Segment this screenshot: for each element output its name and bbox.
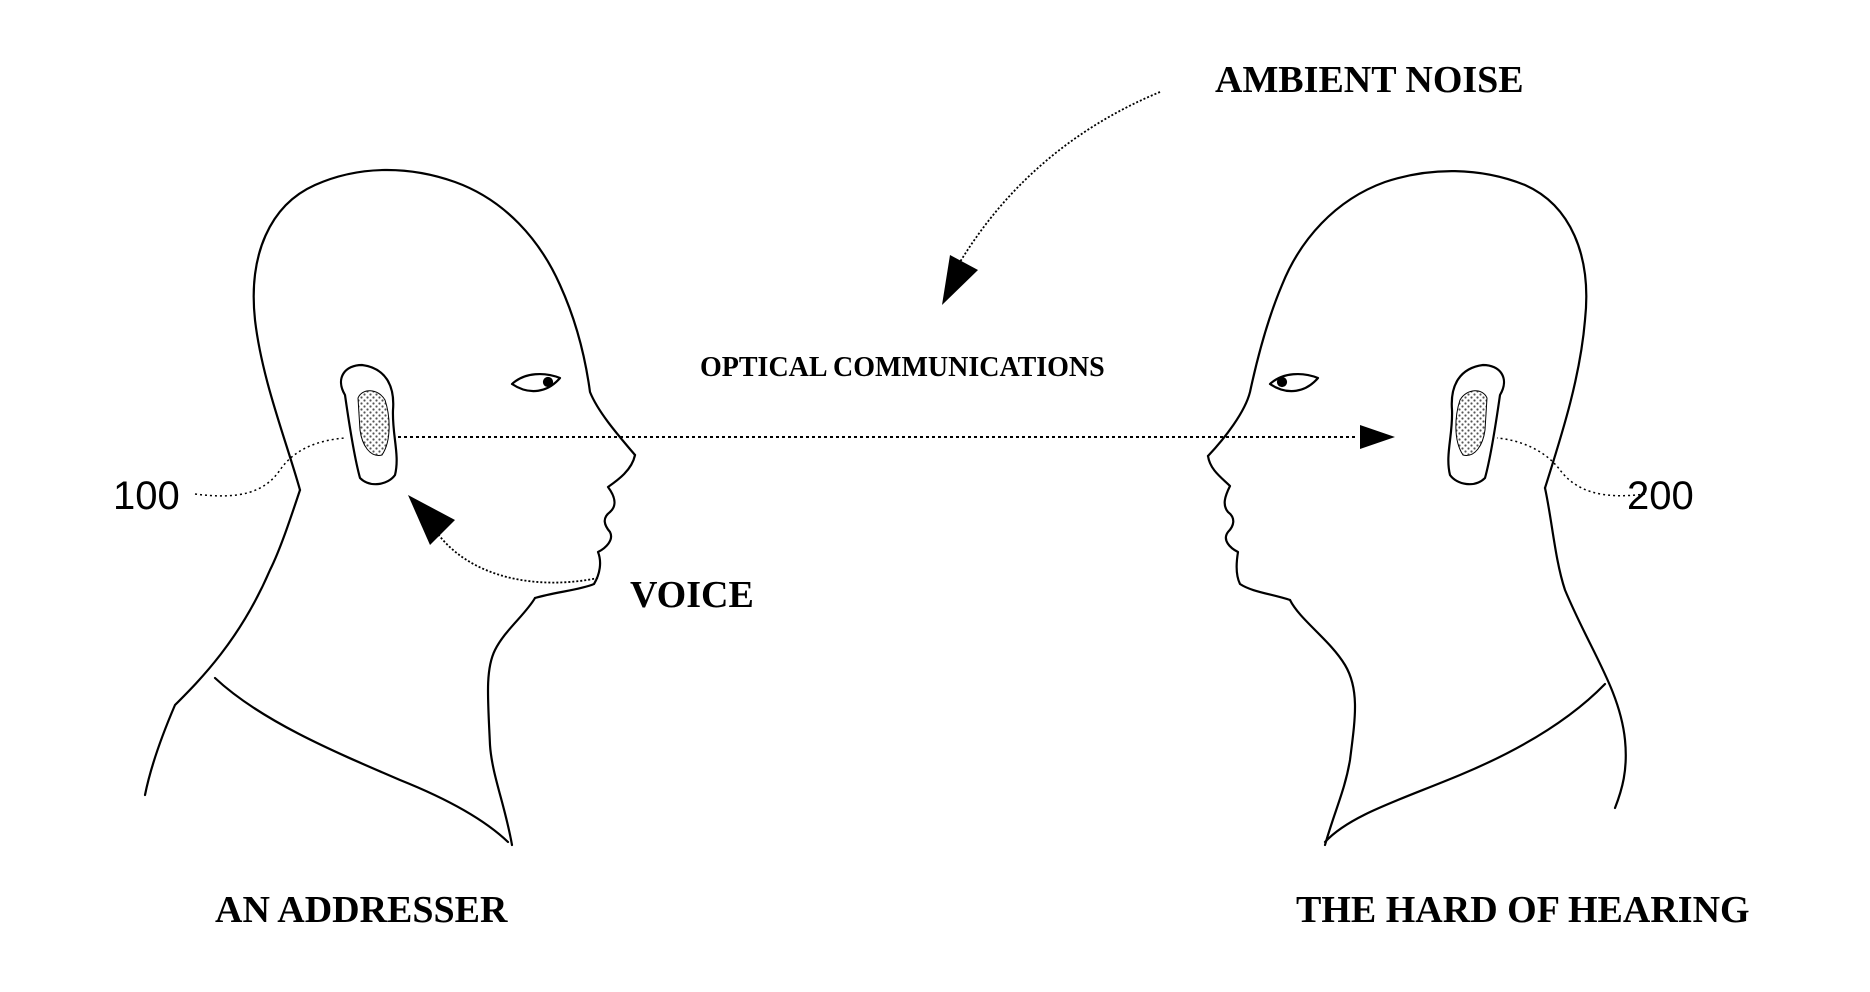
reference-numeral-100: 100: [113, 474, 180, 519]
ambient-noise-label: AMBIENT NOISE: [1215, 58, 1524, 102]
optical-communications-label: OPTICAL COMMUNICATIONS: [700, 352, 1105, 384]
voice-label: VOICE: [630, 573, 754, 617]
hard-of-hearing-label: THE HARD OF HEARING: [1296, 888, 1750, 932]
voice-arrow-line: [435, 530, 598, 583]
device-100-leader: [195, 438, 345, 496]
ambient-noise-arrowhead: [942, 255, 978, 305]
right-ear-device: [1456, 391, 1487, 456]
addresser-label: AN ADDRESSER: [215, 888, 507, 932]
voice-arrowhead: [408, 495, 455, 545]
hard-of-hearing-head: [1208, 171, 1626, 845]
ambient-noise-arrow-line: [960, 92, 1160, 262]
left-ear-device: [358, 391, 389, 456]
optical-link-arrowhead: [1360, 425, 1395, 449]
device-200-leader: [1497, 438, 1645, 496]
reference-numeral-200: 200: [1627, 474, 1694, 519]
addresser-head: [145, 170, 635, 845]
